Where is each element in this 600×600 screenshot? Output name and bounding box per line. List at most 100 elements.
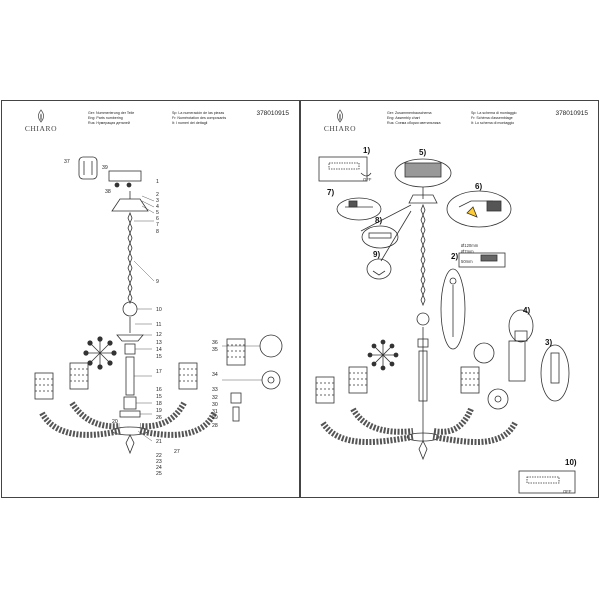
part-number: 20	[112, 419, 118, 425]
step-1-box	[318, 156, 368, 182]
dimension-box	[458, 252, 506, 268]
right-arms	[139, 411, 217, 438]
part-number: 30	[212, 402, 218, 408]
part-number: 25	[156, 471, 162, 477]
legend-cell: It: I numeri dei dettagli	[172, 121, 208, 126]
part-number: 10	[156, 307, 162, 313]
legend-cell: Fr: Schéma d'assemblage	[471, 116, 513, 121]
part-number: 27	[174, 449, 180, 455]
product-code: 378010915	[256, 110, 289, 117]
chain-links	[420, 203, 426, 307]
step-label: 7)	[327, 188, 334, 197]
shade-1	[34, 372, 54, 400]
off-label: OFF	[563, 489, 572, 494]
step-label: 8)	[375, 216, 382, 225]
part-number: 36	[212, 340, 218, 346]
legend-table: Ger: Nummerierung der Teile Sp: La numer…	[88, 111, 238, 127]
dimension-label: 50mm	[461, 259, 473, 264]
part-number: 31	[212, 409, 218, 415]
mount-detail-capsule	[78, 156, 98, 180]
part-number: 34	[212, 372, 218, 378]
part-number: 2	[156, 192, 159, 198]
part-number: 6	[156, 216, 159, 222]
dimension-label: Ø7mm	[461, 249, 474, 254]
part-number: 35	[212, 347, 218, 353]
part-number: 37	[64, 159, 70, 165]
flame-logo-icon	[336, 109, 344, 123]
part-number: 15	[156, 354, 162, 360]
part-number: 33	[212, 387, 218, 393]
crystal-spray	[367, 339, 399, 371]
crystal-spray	[83, 336, 117, 370]
legend-row: Rus: Нумерация деталей It: I numeri dei …	[88, 121, 238, 126]
canopy-shape	[111, 198, 149, 212]
legend-table: Ger: Zusammenbauschema Sp: La schema di …	[387, 111, 537, 127]
part-number: 17	[156, 369, 162, 375]
part-number: 15	[156, 394, 162, 400]
part-number: 4	[156, 204, 159, 210]
part-number: 28	[212, 423, 218, 429]
step-6-detail	[446, 190, 512, 228]
legend-cell: Rus: Схема сборки светильника	[387, 121, 441, 126]
step-label: 6)	[475, 182, 482, 191]
detail-ring	[473, 342, 495, 364]
step-label: 1)	[363, 146, 370, 155]
shade-3	[178, 362, 198, 390]
part-number: 16	[156, 387, 162, 393]
legend-cell: Sp: La numeración de las piezas	[172, 111, 225, 115]
parts-drawing: 37 39 38 1 2 3 4 5 6 7 8 9 10 11 12 13 1…	[34, 156, 283, 477]
part-number: 18	[156, 401, 162, 407]
dimension-label: Ø120mm	[461, 243, 479, 248]
legend-row: Eng: Parts numbering Fr: Numérotation de…	[88, 116, 238, 121]
legend-cell: Sp: La schema di montaggio	[471, 111, 517, 115]
part-number: 1	[156, 179, 159, 185]
part-number: 39	[102, 165, 108, 171]
off-label: OFF	[363, 177, 372, 182]
part-number: 21	[156, 439, 162, 445]
part-number: 8	[156, 229, 159, 235]
step-4-detail	[508, 309, 534, 343]
step-7-detail	[336, 197, 382, 221]
finial	[125, 434, 135, 455]
legend-cell: It: Lo schema di montaggio	[471, 121, 515, 126]
legend-cell: Rus: Нумерация деталей	[88, 121, 130, 126]
legend-cell: Eng: Assembly chart	[387, 116, 420, 121]
part-number: 38	[105, 189, 111, 195]
flame-logo-icon	[37, 109, 45, 123]
ring-part	[122, 301, 138, 317]
assembly-drawing: 1) 5) 7) 6) 8) 9) 2) 4) 3) 10) Ø120mm Ø7…	[315, 146, 577, 494]
legend-cell: Ger: Nummerierung der Teile	[88, 111, 135, 115]
assembly-chart-sheet: CHIARO Ger: Zusammenbauschema Sp: La sch…	[300, 100, 599, 498]
detail-ring-large	[259, 334, 283, 358]
part-number: 9	[156, 279, 159, 285]
left-arms	[39, 411, 121, 438]
chain-links	[127, 211, 133, 305]
step-label: 4)	[523, 306, 530, 315]
part-number: 29	[212, 415, 218, 421]
part-number: 3	[156, 198, 159, 204]
part-number: 7	[156, 222, 159, 228]
brand-logo: CHIARO	[315, 109, 365, 139]
step-label: 9)	[373, 250, 380, 259]
part-number: 23	[156, 459, 162, 465]
shade-2	[69, 362, 89, 390]
step-9-detail	[366, 258, 392, 280]
part-number: 24	[156, 465, 162, 471]
shade-4	[226, 338, 246, 366]
part-number: 5	[156, 210, 159, 216]
detail-ring-small	[261, 370, 281, 390]
parts-numbering-sheet: CHIARO Ger: Nummerierung der Teile Sp: L…	[1, 100, 300, 498]
part-number: 14	[156, 347, 162, 353]
brand-name: CHIARO	[323, 124, 357, 133]
step-3-detail	[540, 344, 570, 402]
product-code: 378010915	[555, 110, 588, 117]
legend-row: Ger: Nummerierung der Teile Sp: La numer…	[88, 111, 238, 116]
part-number: 22	[156, 453, 162, 459]
legend-row: Ger: Zusammenbauschema Sp: La schema di …	[387, 111, 537, 116]
step-label: 3)	[545, 338, 552, 347]
part-number: 19	[156, 408, 162, 414]
legend-cell: Fr: Numérotation des composants	[172, 116, 227, 121]
step-label: 10)	[565, 458, 577, 467]
part-number: 13	[156, 340, 162, 346]
step-10-box	[518, 470, 576, 494]
